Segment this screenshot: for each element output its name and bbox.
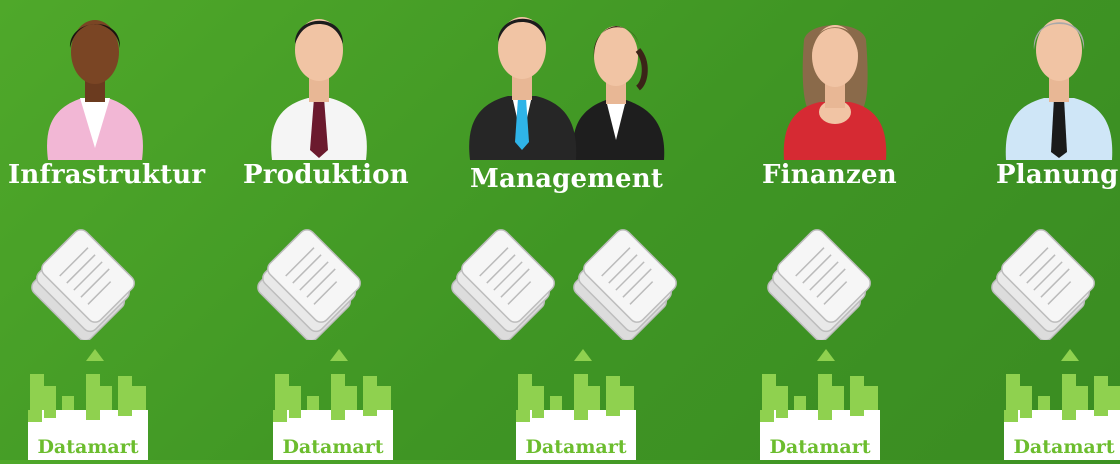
department-infrastruktur: Infrastruktur Datamart bbox=[0, 0, 205, 460]
business-couple-icon bbox=[469, 17, 665, 160]
datamart-chart-icon: Datamart bbox=[28, 374, 148, 460]
woman-red-top-icon bbox=[783, 25, 887, 160]
datamart-chart-icon: Datamart bbox=[760, 374, 880, 460]
up-arrow-icon bbox=[1061, 349, 1079, 361]
datamart-label: Datamart bbox=[1013, 436, 1115, 458]
department-finanzen: Finanzen Datamart bbox=[750, 0, 920, 460]
man-white-shirt-icon bbox=[271, 19, 367, 160]
datamart-chart-icon: Datamart bbox=[273, 374, 393, 460]
datamart-label: Datamart bbox=[37, 436, 139, 458]
document-stack-icon bbox=[572, 225, 685, 340]
department-planung: Planung Datamart bbox=[990, 0, 1120, 460]
document-stack-icon bbox=[766, 225, 879, 340]
datamart-chart-icon: Datamart bbox=[1004, 374, 1120, 460]
up-arrow-icon bbox=[330, 349, 348, 361]
document-stack-icon bbox=[256, 225, 369, 340]
department-label: Infrastruktur bbox=[8, 160, 206, 190]
document-stack-icon bbox=[30, 225, 143, 340]
datamart-chart-icon: Datamart bbox=[516, 374, 636, 460]
datamart-label: Datamart bbox=[769, 436, 871, 458]
document-stack-icon bbox=[450, 225, 563, 340]
up-arrow-icon bbox=[574, 349, 592, 361]
senior-man-blue-shirt-icon bbox=[1005, 19, 1113, 160]
document-stack-icon bbox=[990, 225, 1103, 340]
woman-pink-blazer-icon bbox=[47, 20, 143, 160]
up-arrow-icon bbox=[817, 349, 835, 361]
department-label: Management bbox=[470, 164, 664, 194]
datamart-label: Datamart bbox=[282, 436, 384, 458]
department-produktion: Produktion Datamart bbox=[240, 0, 410, 460]
department-management: Management Datamart bbox=[450, 0, 700, 460]
department-label: Planung bbox=[996, 160, 1119, 190]
department-label: Finanzen bbox=[762, 160, 897, 190]
datamart-label: Datamart bbox=[525, 436, 627, 458]
up-arrow-icon bbox=[86, 349, 104, 361]
department-label: Produktion bbox=[243, 160, 409, 190]
